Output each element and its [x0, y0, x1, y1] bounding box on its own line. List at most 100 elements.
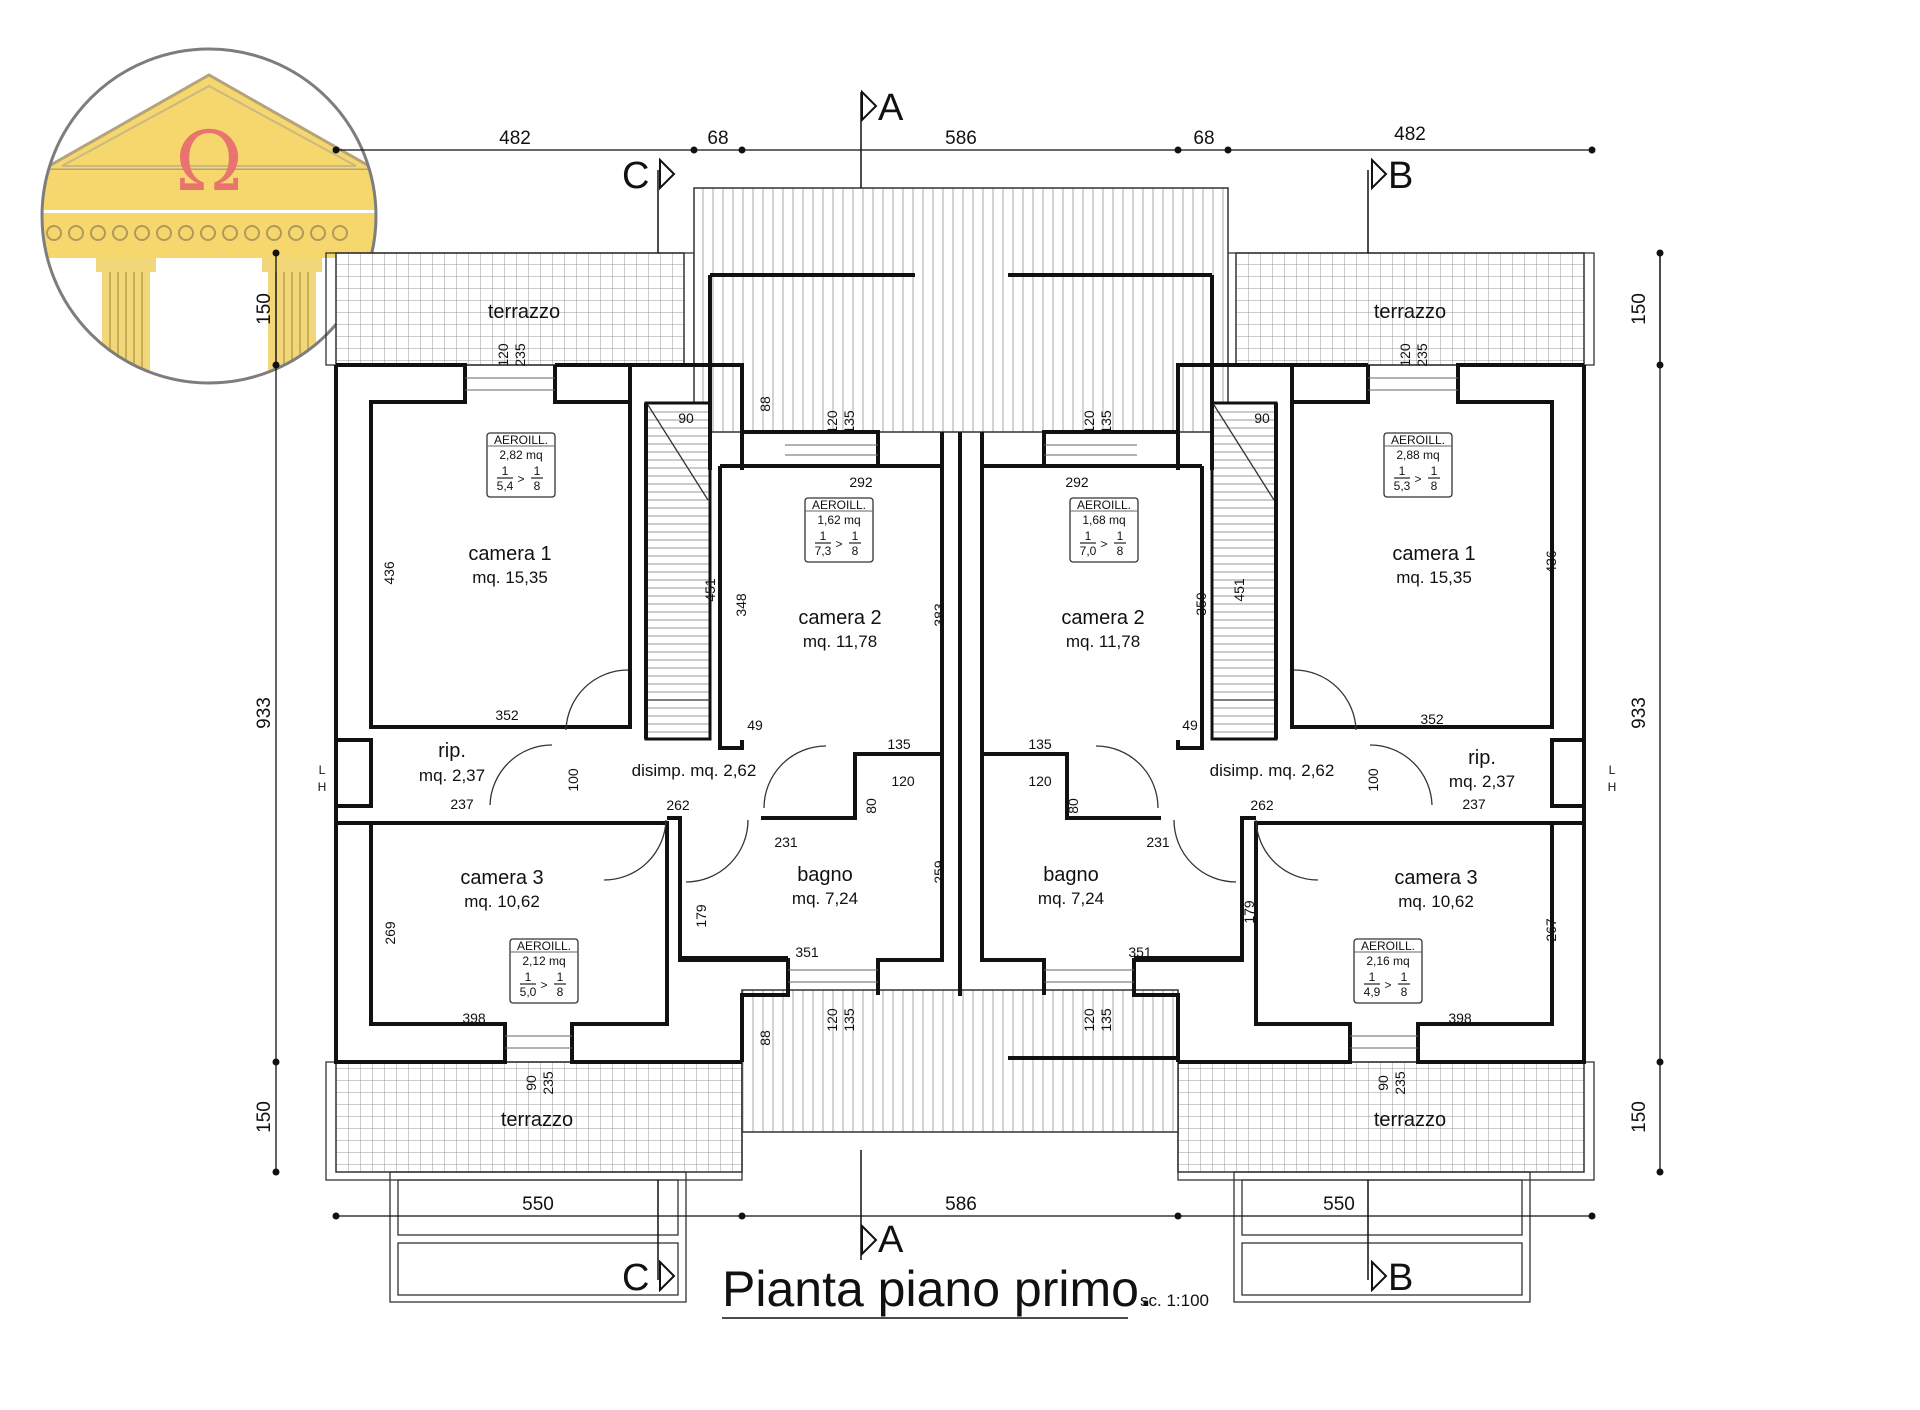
svg-text:>: > [1414, 472, 1421, 486]
stairs-left-h: 451 [702, 578, 718, 602]
bagl-w: 120 [891, 773, 915, 789]
c1l-h: 436 [381, 561, 397, 585]
svg-text:1,62 mq: 1,62 mq [817, 513, 860, 527]
svg-text:>: > [540, 978, 547, 992]
section-markers [659, 89, 1388, 1293]
c2r-h1: 350 [1193, 592, 1209, 616]
ripl-w: 237 [450, 796, 474, 812]
bagl-h: 259 [931, 860, 947, 884]
logo-frieze-ornament [222, 225, 238, 241]
camera3-right-area: mq. 10,62 [1398, 892, 1474, 911]
logo-frieze-ornament [156, 225, 172, 241]
side-dimension-labels: 933 150 150 933 150 150 [254, 293, 1650, 1133]
svg-text:1: 1 [852, 529, 859, 543]
rip-left-name: rip. [438, 740, 466, 762]
plan-scale: sc. 1:100 [1140, 1291, 1209, 1310]
void-left-top: 88 [757, 396, 773, 412]
svg-text:1: 1 [525, 970, 532, 984]
aeroill-c2-left: AEROILL. 1,62 mq 1 7,3 > 1 8 [804, 497, 874, 563]
camera2-left-area: mq. 11,78 [803, 632, 877, 651]
svg-text:2,12 mq: 2,12 mq [522, 954, 565, 968]
c3l-w: 398 [462, 1010, 486, 1026]
dim-right-terrace-bottom: 150 [1629, 1101, 1650, 1133]
c2l-w: 292 [849, 474, 873, 490]
c1r-h: 436 [1543, 550, 1559, 574]
svg-text:1: 1 [1369, 970, 1376, 984]
ripr-w: 237 [1462, 796, 1486, 812]
svg-text:5,3: 5,3 [1394, 479, 1411, 493]
svg-text:8: 8 [534, 479, 541, 493]
lh-right-l: L [1609, 763, 1616, 777]
svg-text:AEROILL.: AEROILL. [812, 498, 866, 512]
logo-frieze-ornament [332, 225, 348, 241]
c2l-h2: 383 [931, 603, 947, 627]
c2r-w2: 135 [1028, 736, 1052, 752]
svg-text:2,16 mq: 2,16 mq [1366, 954, 1409, 968]
svg-text:8: 8 [1117, 544, 1124, 558]
c2l-win-b: 135 [841, 410, 857, 434]
dim-right-terrace-top: 150 [1629, 293, 1650, 325]
c1r-win-a: 120 [1397, 343, 1413, 367]
c3l-win-b: 235 [540, 1071, 556, 1095]
section-b-top: B [1388, 155, 1413, 197]
lh-left-h: H [318, 780, 327, 794]
camera1-right-name: camera 1 [1392, 543, 1475, 565]
svg-text:1: 1 [502, 464, 509, 478]
c1l-win-b: 235 [512, 343, 528, 367]
stairs-right-b: 49 [1182, 717, 1198, 733]
svg-text:1: 1 [1401, 970, 1408, 984]
bagl-h2: 179 [693, 904, 709, 928]
ripr-d: 100 [1365, 768, 1381, 792]
camera1-right-area: mq. 15,35 [1396, 568, 1472, 587]
c3r-win-a: 90 [1375, 1075, 1391, 1091]
logo-frieze-ornament [134, 225, 150, 241]
disl-w2: 231 [774, 834, 798, 850]
dim-top-2: 68 [707, 128, 728, 149]
svg-text:1: 1 [534, 464, 541, 478]
svg-text:AEROILL.: AEROILL. [494, 433, 548, 447]
camera3-right-name: camera 3 [1394, 867, 1477, 889]
bagr-win-a: 120 [1081, 1008, 1097, 1032]
svg-text:1: 1 [1085, 529, 1092, 543]
logo-frieze-ornament [266, 225, 282, 241]
svg-text:4,9: 4,9 [1364, 985, 1381, 999]
bagr-w2: 351 [1128, 944, 1152, 960]
svg-text:1: 1 [1117, 529, 1124, 543]
svg-text:>: > [1100, 537, 1107, 551]
dim-bottom-3: 550 [1323, 1194, 1355, 1215]
disimp-right-name: disimp. mq. 2,62 [1210, 761, 1335, 780]
svg-text:8: 8 [557, 985, 564, 999]
terrazzo-bottom-right: terrazzo [1374, 1109, 1446, 1131]
camera3-left-area: mq. 10,62 [464, 892, 540, 911]
title-block: Pianta piano primo. sc. 1:100 [722, 1261, 1209, 1319]
door-swings [489, 669, 1433, 883]
lh-right-h: H [1608, 780, 1617, 794]
c1r-w: 352 [1420, 711, 1444, 727]
bagr-h2: 179 [1241, 900, 1257, 924]
stairs-right-w: 90 [1254, 410, 1270, 426]
section-a-bottom: A [878, 1219, 904, 1261]
top-dimension-labels: 482 68 586 68 482 [499, 124, 1426, 149]
section-c-bottom: C [622, 1257, 649, 1299]
svg-text:AEROILL.: AEROILL. [1361, 939, 1415, 953]
camera2-right-area: mq. 11,78 [1066, 632, 1140, 651]
c3l-win-a: 90 [523, 1075, 539, 1091]
dim-top-1: 482 [499, 128, 531, 149]
stairs-right-h: 451 [1231, 578, 1247, 602]
c2l-h1: 348 [733, 593, 749, 617]
aeroill-boxes: AEROILL. 2,82 mq 1 5,4 > 1 8 AEROILL. 1,… [486, 432, 1453, 1004]
walls-left-unit [334, 363, 962, 1064]
c1l-w: 352 [495, 707, 519, 723]
terrazzo-bottom-left: terrazzo [501, 1109, 573, 1131]
bagno-left-area: mq. 7,24 [792, 889, 858, 908]
disr-w2: 231 [1146, 834, 1170, 850]
bagl-win-a: 120 [824, 1008, 840, 1032]
dim-bottom-1: 550 [522, 1194, 554, 1215]
disimp-left-name: disimp. mq. 2,62 [632, 761, 757, 780]
disl-w1: 262 [666, 797, 690, 813]
svg-text:1: 1 [557, 970, 564, 984]
right-unit-labels: terrazzo terrazzo camera 1 mq. 15,35 cam… [1028, 301, 1616, 1131]
svg-text:8: 8 [852, 544, 859, 558]
bagr-w: 120 [1028, 773, 1052, 789]
svg-text:2,82 mq: 2,82 mq [499, 448, 542, 462]
